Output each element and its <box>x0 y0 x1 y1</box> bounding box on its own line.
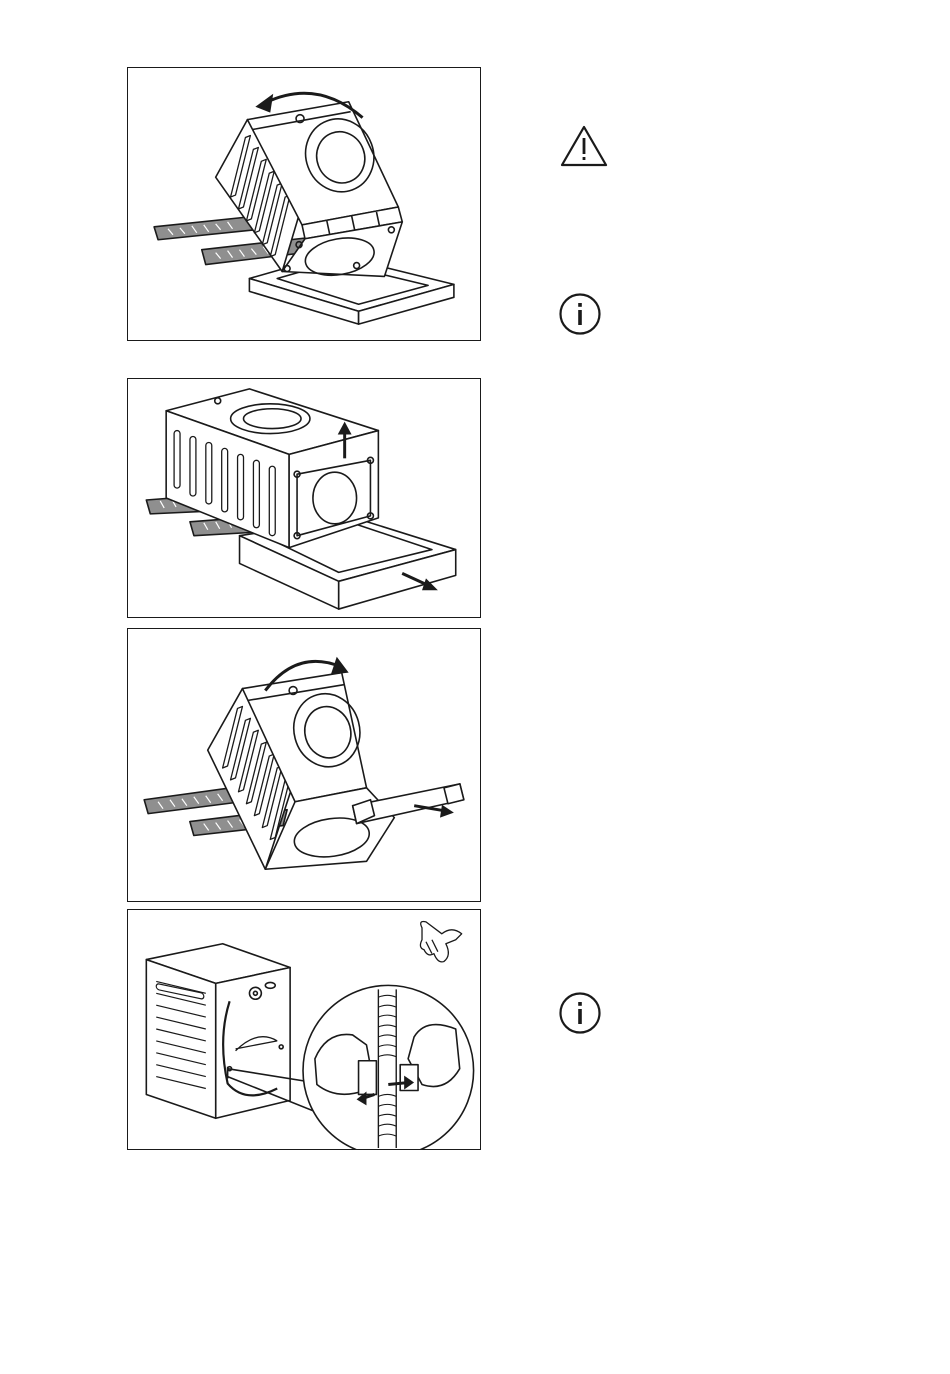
warning-note <box>559 124 609 168</box>
info-note <box>558 991 602 1035</box>
remove-base-illustration <box>128 379 480 617</box>
glove-icon <box>420 922 461 962</box>
washer-tilt-back-illustration <box>128 68 480 340</box>
info-icon <box>558 292 602 336</box>
remove-rear-bracket-illustration <box>128 910 480 1149</box>
figure-remove-bar <box>127 628 481 902</box>
info-icon <box>558 991 602 1035</box>
remove-front-bar-illustration <box>128 629 480 901</box>
figure-remove-base <box>127 378 481 618</box>
figure-tilt-back <box>127 67 481 341</box>
info-note <box>558 292 602 336</box>
warning-icon <box>559 124 609 168</box>
figure-remove-bracket <box>127 909 481 1150</box>
